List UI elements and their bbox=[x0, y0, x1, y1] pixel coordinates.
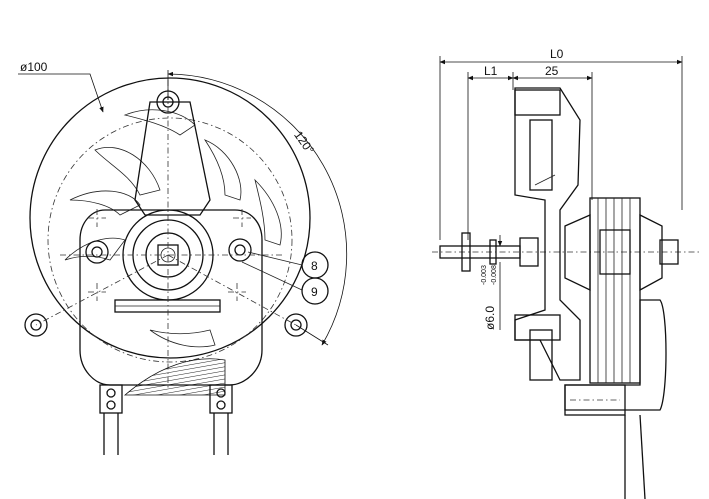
shaft bbox=[439, 245, 521, 259]
fan-outer-circle bbox=[29, 77, 311, 359]
terminal-right bbox=[209, 384, 233, 455]
lead-wires bbox=[624, 414, 646, 499]
svg-text:8: 8 bbox=[311, 259, 318, 273]
bracket-arm bbox=[134, 101, 211, 216]
side-view: L0 L1 25 bbox=[432, 47, 700, 499]
diameter-leader bbox=[18, 73, 104, 113]
rear-bearing bbox=[659, 239, 679, 265]
front-view: ø100 120° 8 9 bbox=[18, 60, 348, 455]
frame-plate bbox=[79, 209, 263, 386]
terminal-left bbox=[99, 384, 123, 455]
svg-text:9: 9 bbox=[311, 285, 318, 299]
mount-screw-left bbox=[85, 240, 109, 264]
dim-l1: L1 bbox=[484, 64, 498, 78]
dim-l0: L0 bbox=[550, 47, 564, 61]
dim-shaft-dia: ø6.0 bbox=[483, 306, 497, 330]
fan-blade-side bbox=[514, 87, 581, 381]
mount-screw-right bbox=[228, 238, 252, 262]
callout-8: 8 bbox=[301, 251, 329, 279]
callout-9: 9 bbox=[301, 277, 329, 305]
fan-blades bbox=[64, 109, 282, 348]
dim-25: 25 bbox=[545, 64, 559, 78]
terminal-block bbox=[564, 384, 626, 416]
coil-hatch bbox=[123, 358, 226, 396]
fan-dash-circle bbox=[47, 117, 293, 363]
tol-lower: -0.008 bbox=[491, 265, 498, 285]
stator-stack bbox=[589, 197, 641, 384]
mount-hole-left bbox=[24, 313, 48, 337]
diameter-label: ø100 bbox=[20, 60, 48, 74]
angle-arc bbox=[167, 71, 348, 346]
tol-upper: -0.003 bbox=[481, 265, 488, 285]
angle-label: 120° bbox=[291, 128, 317, 157]
